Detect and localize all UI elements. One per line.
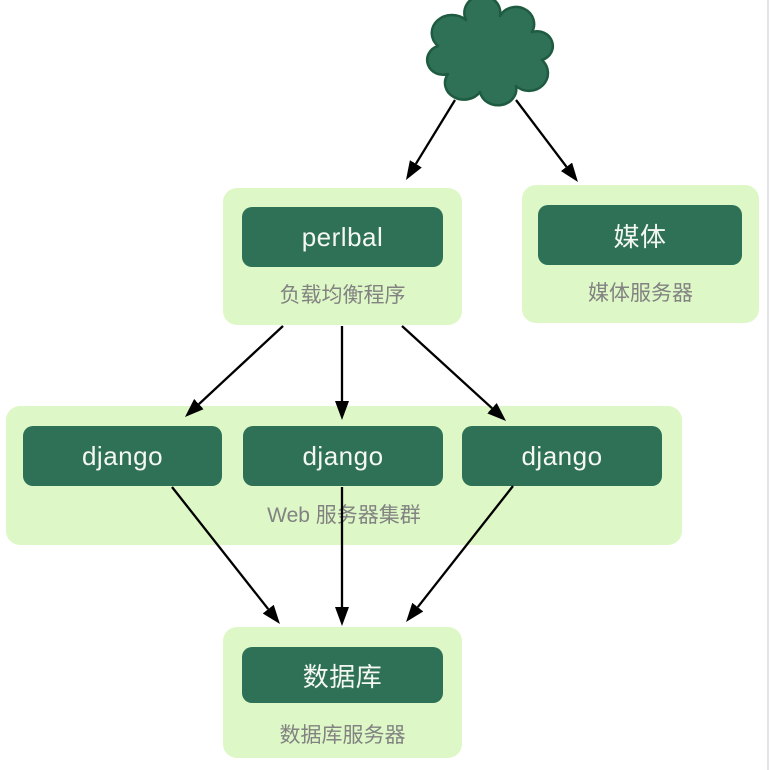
edge-cloud-to-media xyxy=(515,99,578,182)
node-database: 数据库 xyxy=(242,647,443,703)
node-django-2: django xyxy=(243,426,443,486)
caption-media-server: 媒体服务器 xyxy=(588,282,693,305)
group-web-cluster: django django django Web 服务器集群 xyxy=(6,406,682,545)
group-database-server: 数据库 数据库服务器 xyxy=(223,627,462,758)
internet-cloud-icon xyxy=(425,0,555,107)
group-load-balancer: perlbal 负载均衡程序 xyxy=(223,188,462,325)
group-media-server: 媒体 媒体服务器 xyxy=(522,185,759,323)
edge-perlbal-to-django-3 xyxy=(401,325,507,422)
caption-database-server: 数据库服务器 xyxy=(279,724,406,747)
page-edge-divider xyxy=(767,0,769,770)
caption-load-balancer: 负载均衡程序 xyxy=(279,284,406,307)
node-django-3: django xyxy=(462,426,662,486)
node-perlbal: perlbal xyxy=(242,207,443,267)
edge-cloud-to-perlbal xyxy=(405,99,456,180)
caption-web-cluster: Web 服务器集群 xyxy=(267,504,421,527)
edge-perlbal-to-django-1 xyxy=(184,325,284,418)
node-django-1: django xyxy=(23,426,222,486)
node-media: 媒体 xyxy=(538,205,742,265)
